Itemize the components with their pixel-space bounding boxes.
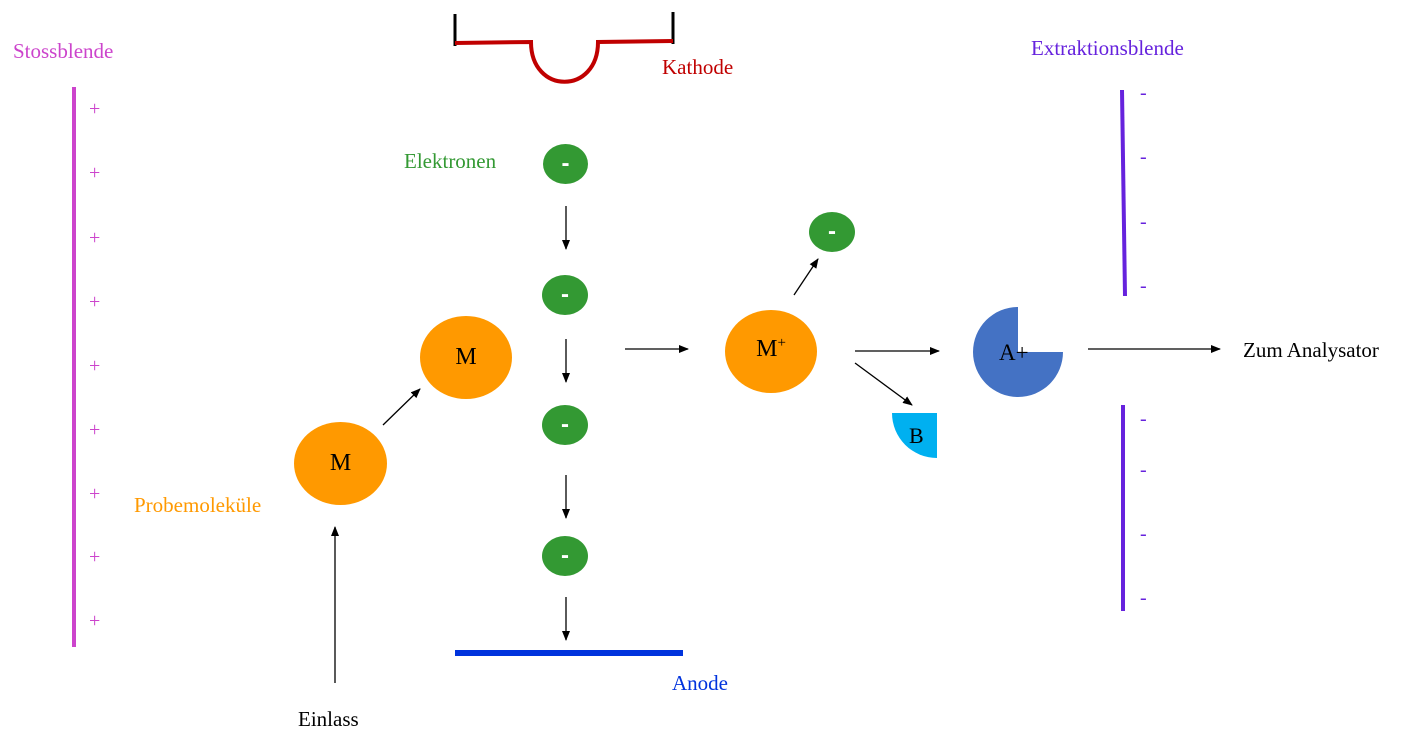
fragment-b-shape xyxy=(892,413,937,458)
electron: - xyxy=(542,536,588,576)
molecule-m1-label: M xyxy=(329,450,352,476)
stoss-sign: + xyxy=(89,162,101,184)
stoss-sign: + xyxy=(89,227,101,249)
extraktionsblende-label: Extraktionsblende xyxy=(1031,36,1184,60)
electron-sign: - xyxy=(561,150,570,177)
stossblende-label: Stossblende xyxy=(13,39,114,63)
extraktion-sign: - xyxy=(1140,459,1147,481)
extraktion-sign: - xyxy=(1140,211,1147,233)
electron-sign: - xyxy=(561,281,569,308)
extraktion-sign: - xyxy=(1140,146,1147,168)
electron-sign: - xyxy=(828,218,836,245)
kathode-shape xyxy=(453,12,675,84)
stoss-sign: + xyxy=(89,355,101,377)
molecule-ion-charge: + xyxy=(777,334,786,351)
electron-released: - xyxy=(809,212,855,252)
extraktion-sign: - xyxy=(1140,275,1147,297)
extraktion-sign: - xyxy=(1140,587,1147,609)
stoss-sign: + xyxy=(89,483,101,505)
arrow-ion-to-b xyxy=(854,362,913,406)
extraktionsblende-plate-top xyxy=(1120,89,1127,297)
stoss-sign: + xyxy=(89,291,101,313)
stoss-sign: + xyxy=(89,610,101,632)
electron: - xyxy=(542,275,588,315)
elektronen-label: Elektronen xyxy=(404,149,497,173)
molecule-ion-label: M+ xyxy=(756,335,786,363)
molecule-ion: M+ xyxy=(725,310,817,393)
arrow-m1-to-m2 xyxy=(382,388,421,426)
molecule-ion-symbol: M xyxy=(756,335,778,362)
stoss-sign: + xyxy=(89,419,101,441)
stoss-sign: + xyxy=(89,546,101,568)
extraktion-sign: - xyxy=(1140,82,1147,104)
einlass-label: Einlass xyxy=(298,707,359,731)
molecule-m2: M xyxy=(420,316,512,399)
extraktion-sign: - xyxy=(1140,408,1147,430)
anode-label: Anode xyxy=(672,671,728,695)
electron: - xyxy=(542,405,588,445)
electron-sign: - xyxy=(561,411,569,438)
electron: - xyxy=(543,144,588,184)
stoss-sign: + xyxy=(89,98,101,120)
fragment-b-label: B xyxy=(909,423,924,448)
extraktion-sign: - xyxy=(1140,523,1147,545)
electron-sign: - xyxy=(561,542,569,569)
molecule-m2-label: M xyxy=(455,344,477,370)
fragment-a-shape xyxy=(973,307,1063,397)
kathode-label: Kathode xyxy=(662,55,734,79)
zum-analysator-label: Zum Analysator xyxy=(1243,338,1379,362)
fragment-a-label: A+ xyxy=(999,340,1029,365)
probemolekuele-label: Probemoleküle xyxy=(134,493,262,517)
molecule-m1: M xyxy=(294,422,387,505)
arrow-ion-to-electron xyxy=(793,258,819,296)
